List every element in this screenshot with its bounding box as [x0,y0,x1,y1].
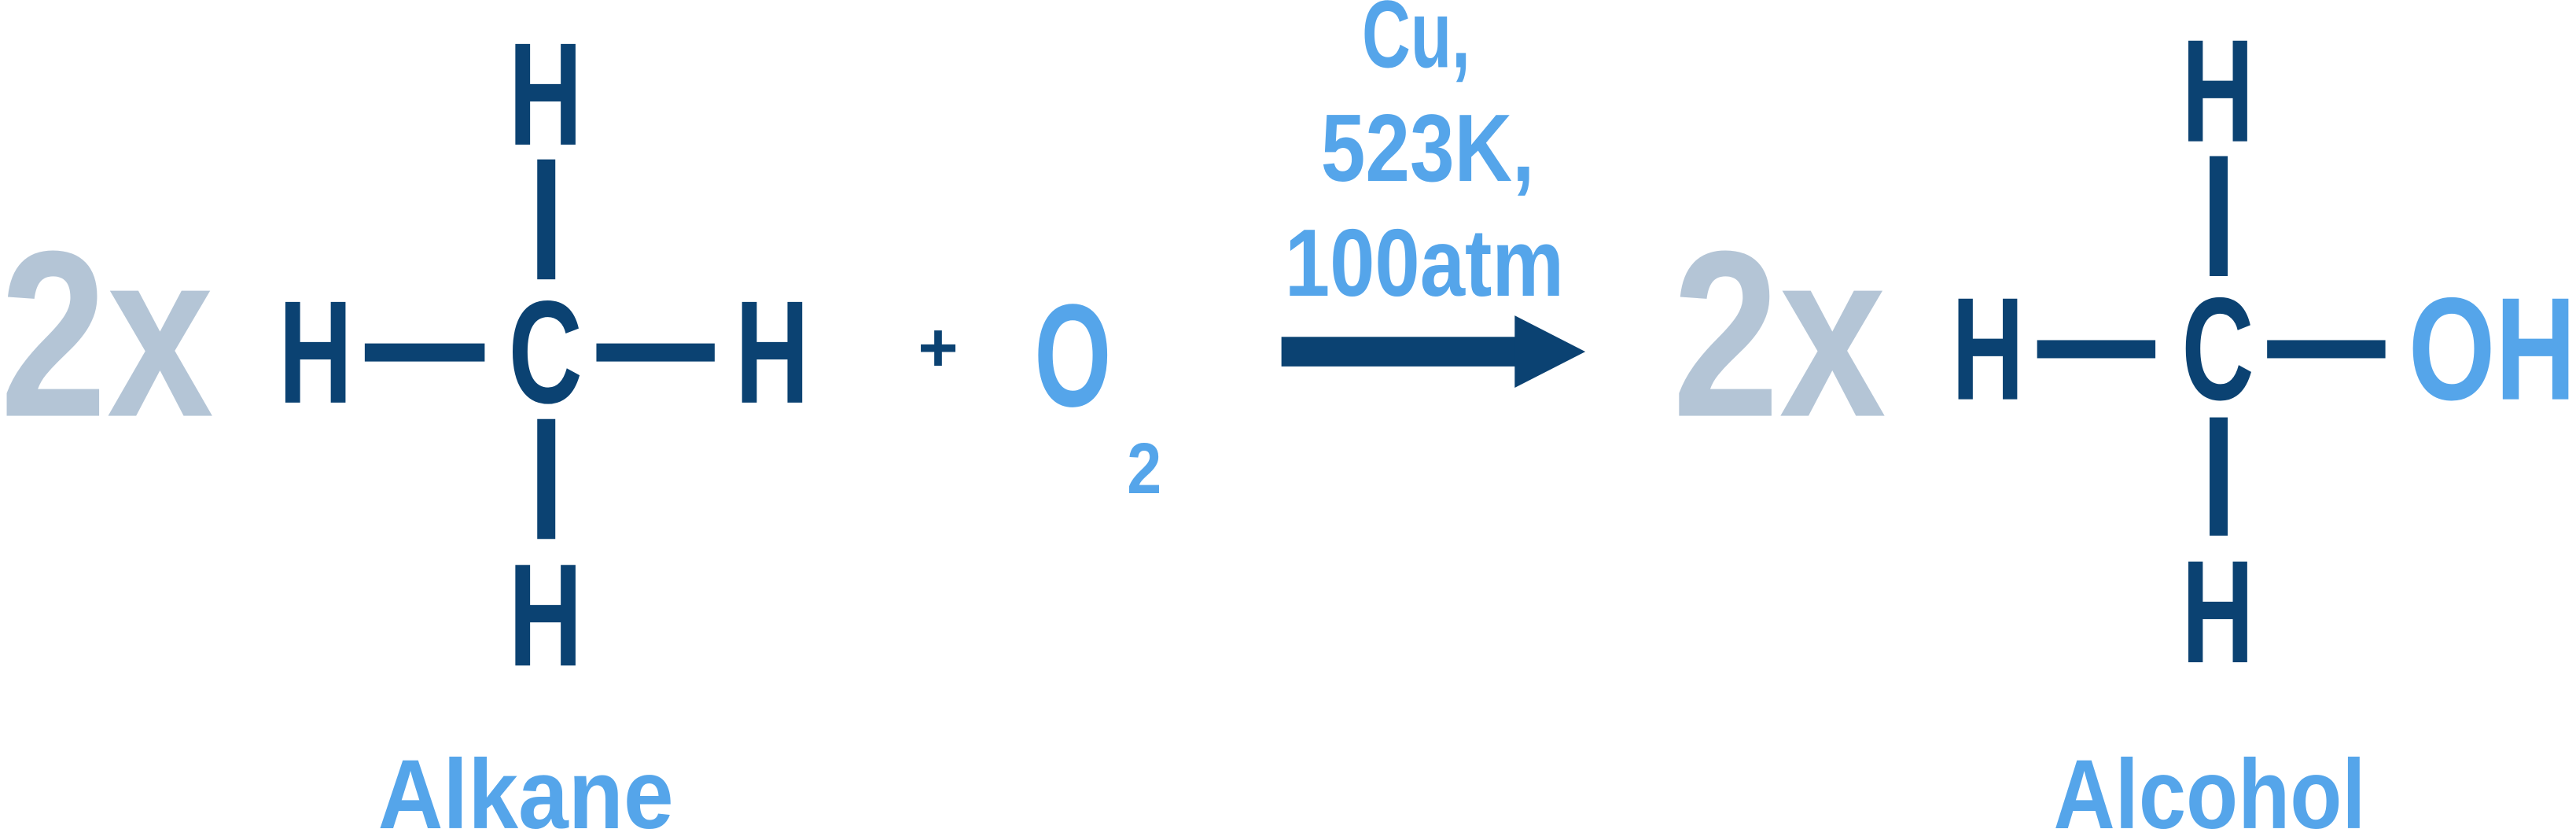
reactant-bottom-h: H [509,534,583,697]
reactant-coefficient: 2x [0,202,215,466]
condition-pressure: 100atm [1285,209,1564,316]
reactant-right-h: H [735,271,809,434]
product-top-h: H [2182,10,2254,173]
product-bond-bottom [2210,417,2228,536]
product-bottom-h: H [2182,531,2254,694]
reactant-carbon: C [509,271,583,434]
condition-catalyst: Cu, [1362,0,1470,88]
oxygen-subscript: 2 [1127,429,1161,509]
product-bond-left [2037,340,2156,359]
reactant-bond-right [596,343,715,362]
reactant-left-h: H [278,271,352,434]
product-label: Alcohol [2054,739,2366,829]
product-carbon: C [2182,268,2254,431]
oxygen-symbol: O [1034,274,1111,437]
reactant-label: Alkane [378,739,674,829]
reactant-bond-bottom [537,418,556,540]
reaction-arrow [1281,315,1586,389]
plus-sign: + [918,309,958,386]
product-coefficient: 2x [1673,202,1887,466]
product-bond-top [2210,156,2228,276]
reactant-bond-left [364,343,485,362]
condition-temperature: 523K, [1321,94,1535,201]
reactant-top-h: H [509,13,583,176]
product-bond-right [2267,340,2386,359]
reactant-bond-top [537,159,556,280]
product-hydroxyl: OH [2409,268,2576,431]
product-left-h: H [1952,268,2024,431]
